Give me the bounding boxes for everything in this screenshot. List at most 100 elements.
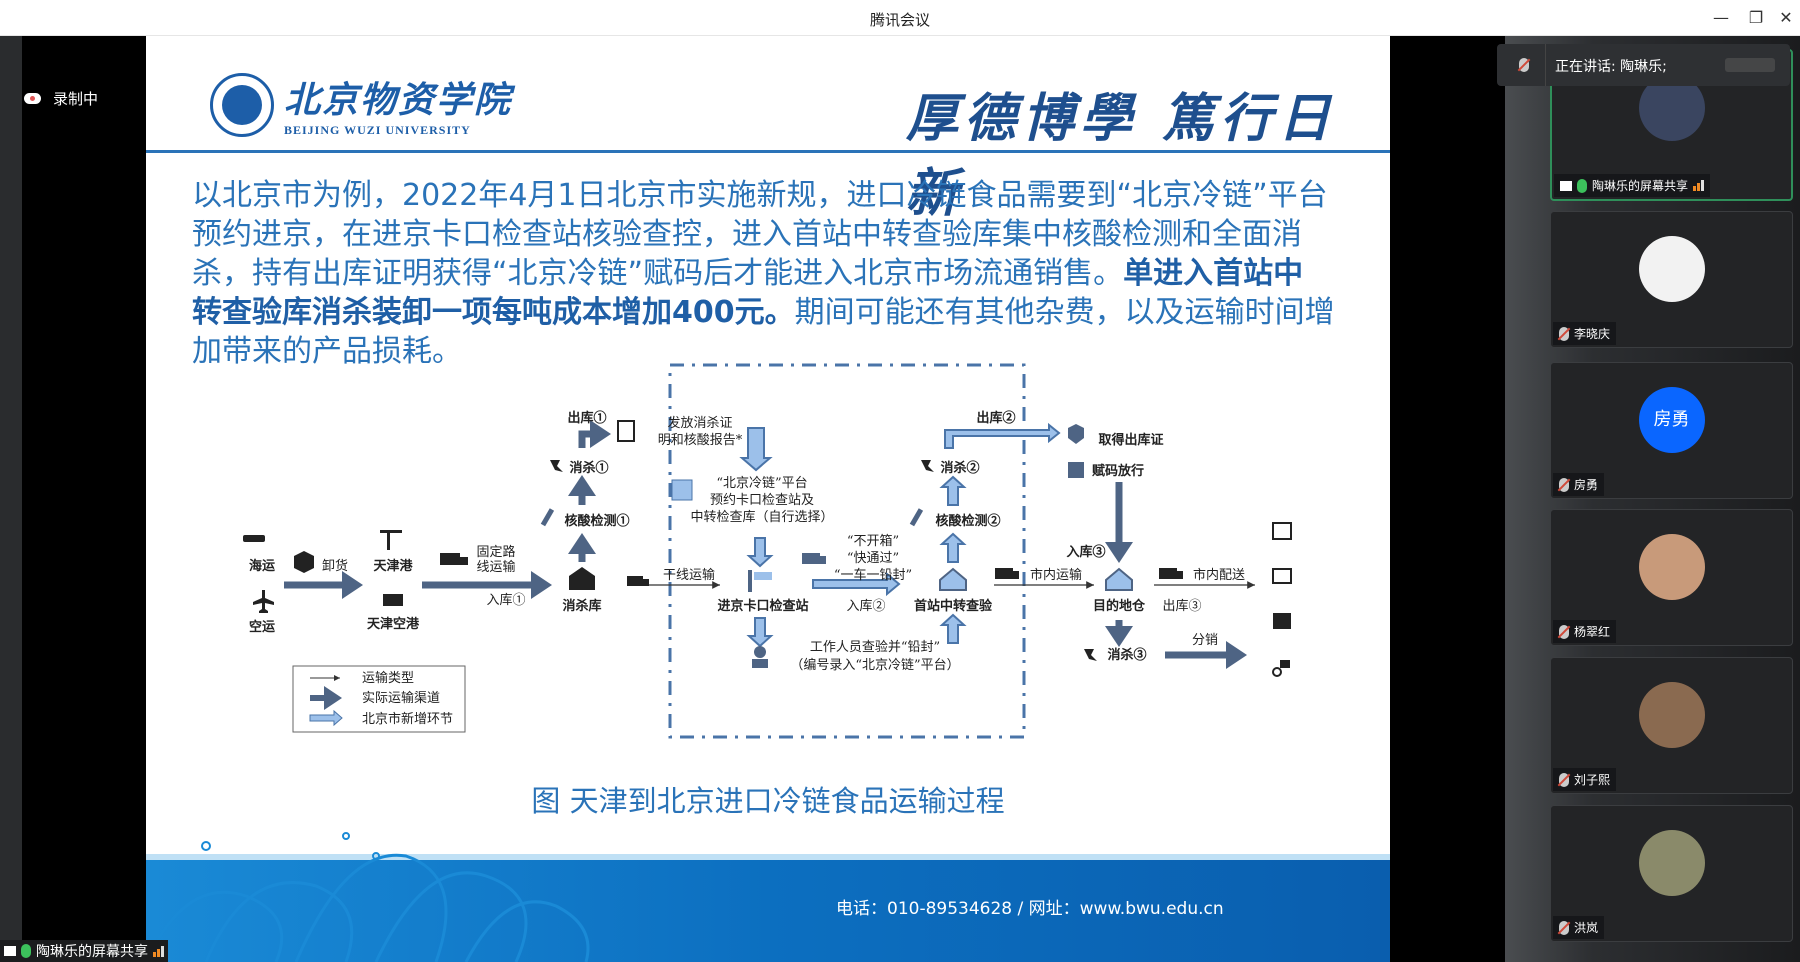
label-trunk: 干线运输 — [663, 567, 715, 583]
legend-type: 运输类型 — [362, 670, 414, 686]
legend: 运输类型 实际运输渠道 北京市新增环节 — [292, 665, 466, 733]
para-line: 杀，持有出库证明获得“北京冷链”赋码后才能进入北京市场流通销售。单进入首站中 — [192, 254, 1390, 293]
arrow-new-down1 — [746, 537, 774, 568]
close-button[interactable]: ✕ — [1779, 8, 1793, 27]
avatar: 房勇 — [1638, 387, 1705, 453]
label-nat1: 核酸检测① — [564, 513, 629, 529]
label-get-cert: 取得出库证 — [1098, 432, 1163, 448]
arrow-new-down2 — [746, 617, 774, 648]
hand-truck-icon — [1272, 667, 1282, 677]
participant-name: 刘子熙 — [1574, 773, 1611, 787]
mic-muted-icon — [1519, 58, 1529, 72]
participant-tile[interactable]: 杨翠红 — [1550, 509, 1793, 646]
label-out2: 出库② — [976, 410, 1015, 426]
legend-new: 北京市新增环节 — [362, 711, 453, 727]
para-line: 以北京市为例，2022年4月1日北京市实施新规，进口冷链食品需要到“北京冷链”平… — [192, 178, 1328, 213]
participant-tile[interactable]: 刘子熙 — [1550, 657, 1793, 794]
label-dis2: 消杀② — [940, 460, 979, 476]
pin-icon — [550, 460, 563, 472]
label-fixed-route: 固定路 — [476, 544, 515, 560]
title-bar: 腾讯会议 — ❐ ✕ — [0, 0, 1800, 36]
arrow-new-in2 — [812, 571, 901, 597]
wave-decoration — [146, 832, 590, 962]
screen-share-bar[interactable]: 陶琳乐的屏幕共享 — [0, 940, 168, 962]
airport-building-icon — [383, 594, 403, 606]
test-tube-icon — [909, 508, 924, 527]
screen-share-icon — [1560, 180, 1572, 191]
participant-tile[interactable]: 洪岚 — [1550, 805, 1793, 942]
share-label: 陶琳乐的屏幕共享 — [36, 944, 148, 960]
cloud-record-icon — [24, 93, 41, 104]
mic-on-icon — [1577, 178, 1587, 193]
house-icon — [1105, 567, 1133, 591]
university-logo: 北京物资学院 BEIJING WUZI UNIVERSITY — [210, 71, 512, 138]
para-bold: 单进入首站中 — [1123, 256, 1304, 291]
signal-icon — [1693, 180, 1705, 191]
shared-slide: 北京物资学院 BEIJING WUZI UNIVERSITY 厚德博學 篤行日新… — [146, 36, 1390, 962]
police-icon — [754, 646, 766, 658]
arrow-new-out2 — [944, 422, 1061, 449]
mic-on-icon — [21, 944, 31, 958]
logo-en: BEIJING WUZI UNIVERSITY — [284, 123, 471, 137]
truck-icon — [627, 576, 643, 586]
participant-name: 李晓庆 — [1574, 327, 1611, 341]
label-cert: 发放消杀证 — [667, 415, 732, 431]
label-staff: （编号录入“北京冷链”平台） — [790, 658, 959, 673]
para-line: 转查验库消杀装卸一项每吨成本增加400元。期间可能还有其他杂费，以及运输时间增 — [192, 293, 1390, 332]
label-quote: “不开箱” — [847, 533, 899, 549]
participant-tile[interactable]: 李晓庆 — [1550, 211, 1793, 348]
label-platform: 预约卡口检查站及 — [710, 493, 814, 508]
label-dis3: 消杀③ — [1107, 647, 1146, 663]
label-air: 空运 — [249, 619, 275, 635]
participant-tile[interactable]: 房勇 房勇 — [1550, 362, 1793, 499]
label-city-delivery: 市内配送 — [1193, 567, 1245, 583]
slide-paragraph: 以北京市为例，2022年4月1日北京市实施新规，进口冷链食品需要到“北京冷链”平… — [192, 176, 1390, 371]
barn-icon — [569, 567, 595, 590]
plane-icon — [253, 590, 274, 613]
box-icon — [294, 551, 314, 573]
participant-panel: 陶琳乐的屏幕共享 李晓庆 房勇 房勇 杨翠红 刘子熙 洪岚 — [1505, 36, 1800, 962]
para-text: 杀，持有出库证明获得“北京冷链”赋码后才能进入北京市场流通销售。 — [192, 256, 1124, 291]
para-line: 预约进京，在进京卡口检查站核验查控，进入首站中转查验库集中核酸检测和全面消 — [192, 217, 1302, 252]
mic-muted-icon — [1559, 920, 1569, 935]
label-distribute: 分销 — [1192, 633, 1218, 648]
shield-certificate-icon — [1068, 424, 1084, 444]
university-seal-icon — [210, 72, 274, 137]
camera-icon — [748, 570, 752, 592]
restore-button[interactable]: ❐ — [1748, 8, 1764, 27]
recording-label: 录制中 — [53, 90, 99, 108]
label-in2: 入库② — [846, 598, 885, 614]
label-quote: “快通过” — [847, 551, 899, 566]
label-out3: 出库③ — [1162, 598, 1201, 614]
label-sea: 海运 — [249, 558, 275, 574]
shop-stall-icon — [1273, 613, 1291, 629]
arrow-out1 — [578, 420, 611, 448]
participant-name: 房勇 — [1574, 478, 1599, 492]
window-title: 腾讯会议 — [869, 11, 930, 29]
label-tianjin-port: 天津港 — [373, 558, 413, 574]
truck-icon — [1159, 568, 1177, 579]
minimize-button[interactable]: — — [1713, 8, 1729, 27]
header-divider — [146, 150, 1390, 153]
label-dis1: 消杀① — [569, 460, 608, 476]
para-line: 加带来的产品损耗。 — [192, 334, 462, 369]
avatar — [1638, 75, 1705, 141]
arrow-new-up-staff — [939, 613, 967, 644]
avatar — [1638, 534, 1705, 600]
participant-name: 陶琳乐的屏幕共享 — [1592, 179, 1689, 193]
screen-share-icon — [4, 946, 16, 956]
label-staff: 工作人员查验并“铅封” — [810, 639, 940, 655]
speaking-label: 正在讲话: 陶琳乐; — [1555, 59, 1667, 75]
para-bold: 转查验库消杀装卸一项每吨成本增加400元。 — [192, 295, 795, 330]
recording-indicator[interactable]: 录制中 — [24, 88, 98, 109]
truck-icon — [440, 553, 460, 565]
label-checkpoint: 进京卡口检查站 — [717, 598, 808, 614]
label-tianjin-airport: 天津空港 — [367, 616, 420, 632]
label-dest: 目的地仓 — [1093, 598, 1146, 614]
left-strip — [0, 36, 22, 962]
label-in1: 入库① — [486, 592, 525, 608]
speaking-banner: 正在讲话: 陶琳乐; — [1497, 44, 1790, 86]
arrow-new-up-dis2 — [939, 475, 967, 506]
participant-name: 杨翠红 — [1574, 625, 1611, 639]
